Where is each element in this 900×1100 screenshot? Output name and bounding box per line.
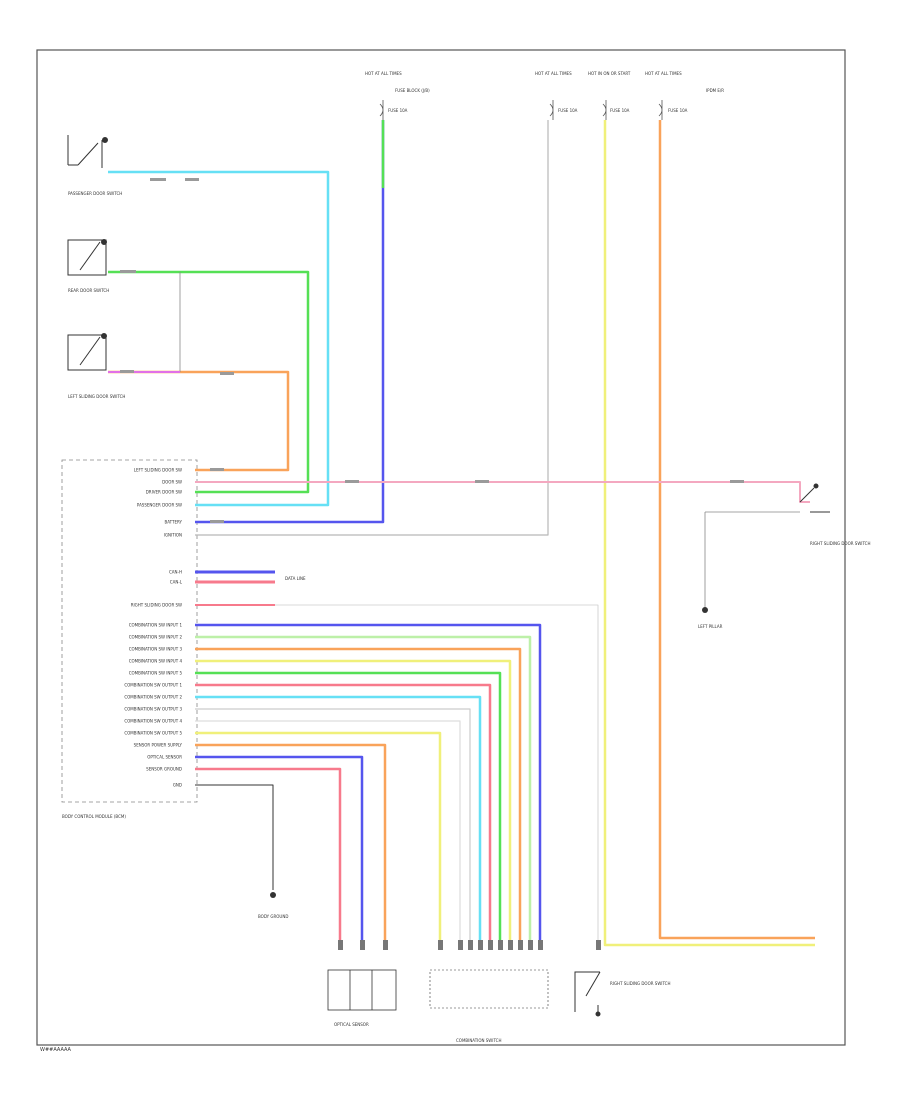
bcm-ground-label: BODY GROUND [258, 914, 288, 919]
connector-pins [338, 940, 601, 950]
bcm-pin-label: CAN-H [169, 570, 182, 575]
diagram-frame [36, 49, 846, 1046]
wire-pink-doorsw [195, 481, 810, 503]
wire-bcm-ground [195, 784, 274, 890]
bcm-pin-label: COMBINATION SW OUTPUT 3 [124, 707, 182, 712]
left-switch-lever [79, 336, 101, 366]
bcm-pin-label: COMBINATION SW OUTPUT 1 [124, 683, 182, 688]
bcm-pin-label: COMBINATION SW INPUT 5 [129, 671, 183, 676]
bcm-pin-label: LEFT SLIDING DOOR SW [134, 468, 182, 473]
bcm-pin-label: IGNITION [164, 533, 182, 538]
rear-switch-label: REAR DOOR SWITCH [68, 288, 109, 293]
right-switch-bottom [574, 971, 601, 1017]
fuse-1-symbol [379, 100, 384, 120]
page-code: W##AAAAA [40, 1047, 72, 1053]
right-sensor-symbol [799, 483, 830, 513]
bcm-label: BODY CONTROL MODULE (BCM) [62, 814, 126, 819]
wire-green-rear [108, 270, 310, 494]
fuse-2-label: FUSE 10A [558, 108, 578, 113]
wire-gray-right-sensor [704, 511, 800, 610]
bcm-pin-label: COMBINATION SW INPUT 2 [129, 635, 183, 640]
wire-combo-7 [195, 695, 482, 945]
bcm-pin-label: COMBINATION SW INPUT 4 [129, 659, 183, 664]
fuse-1-title: HOT AT ALL TIMES [365, 71, 402, 76]
bcm-pin-label: COMBINATION SW INPUT 3 [129, 647, 183, 652]
bcm-pin-label: GND [173, 783, 182, 788]
passenger-switch-label: PASSENGER DOOR SWITCH [68, 191, 122, 196]
bcm-pin-label: COMBINATION SW OUTPUT 4 [124, 719, 182, 724]
right-ground-label: LEFT PILLAR [698, 624, 723, 629]
left-switch-label: LEFT SLIDING DOOR SWITCH [68, 394, 125, 399]
fuse-block-label: FUSE BLOCK (J/B) [395, 88, 430, 93]
bcm-pin-label: COMBINATION SW INPUT 1 [129, 623, 183, 628]
right-switch-bottom-label: RIGHT SLIDING DOOR SWITCH [610, 981, 670, 986]
wire-orange-left [108, 370, 290, 472]
wire-sensor-power [195, 743, 387, 945]
wire-combo-9 [195, 720, 461, 945]
wires [108, 120, 815, 947]
fuse-1-label: FUSE 10A [388, 108, 408, 113]
wire-combo-8 [195, 708, 471, 945]
bcm-pin-label: DOOR SW [162, 480, 182, 485]
optical-sensor-box [327, 969, 397, 1011]
wire-combo-3 [195, 647, 522, 945]
wire-gray-right-sliding [275, 604, 599, 945]
passenger-switch-contact [102, 137, 108, 143]
wire-optical-sensor [195, 755, 364, 945]
bcm-pin-label: OPTICAL SENSOR [147, 755, 182, 760]
wire-cyan-passenger [108, 170, 330, 507]
bcm-box [61, 459, 198, 803]
wire-combo-4 [195, 659, 512, 945]
wire-combo-10 [195, 731, 442, 945]
wire-combo-6 [195, 683, 492, 945]
bcm-pin-label: CAN-L [170, 580, 183, 585]
fuse-2-symbol [549, 100, 554, 120]
fuse-3-label: FUSE 10A [610, 108, 630, 113]
bcm-pin-label: COMBINATION SW OUTPUT 5 [124, 731, 182, 736]
fuse-4-title: HOT AT ALL TIMES [645, 71, 682, 76]
wire-orange-fuse4 [658, 120, 815, 940]
rear-switch-contact [101, 239, 107, 245]
bcm-pin-label: SENSOR GROUND [146, 767, 182, 772]
left-switch-box [67, 334, 107, 371]
wire-sensor-ground [195, 767, 342, 945]
combination-switch-box [429, 969, 549, 1009]
left-switches [67, 135, 108, 371]
passenger-switch-symbol [67, 135, 103, 168]
bcm-pin-label: RIGHT SLIDING DOOR SW [131, 603, 182, 608]
fuse-2-title: HOT AT ALL TIMES [535, 71, 572, 76]
wire-blue-battery [195, 120, 385, 524]
bcm-pin-labels: LEFT SLIDING DOOR SW DOOR SW DRIVER DOOR S… [124, 468, 182, 788]
right-ground-symbol [702, 607, 708, 613]
fuse-3-symbol [602, 100, 607, 120]
wire-gray-ignition [195, 120, 549, 536]
bcm-pin-label: SENSOR POWER SUPPLY [134, 743, 183, 748]
right-sensor-label: RIGHT SLIDING DOOR SWITCH [810, 541, 870, 546]
left-switch-contact [101, 333, 107, 339]
bcm-pin-label: COMBINATION SW OUTPUT 2 [124, 695, 182, 700]
combination-switch-label: COMBINATION SWITCH [456, 1038, 501, 1043]
data-line-label: DATA LINE [285, 576, 306, 581]
wire-combo-2 [195, 635, 532, 945]
wire-tags [120, 178, 744, 523]
rear-switch-box [67, 239, 107, 276]
ipdm-label: IPDM E/R [706, 88, 724, 93]
optical-sensor-label: OPTICAL SENSOR [334, 1022, 369, 1027]
fuse-3-title: HOT IN ON OR START [588, 71, 631, 76]
bcm-ground-symbol [270, 892, 276, 898]
rear-switch-lever [79, 241, 101, 271]
wire-combo-5 [195, 671, 502, 945]
bcm-pin-label: DRIVER DOOR SW [146, 490, 182, 495]
wire-yellow-fuse3 [603, 120, 815, 947]
fuse-4-label: FUSE 10A [668, 108, 688, 113]
fuse-section: HOT AT ALL TIMES FUSE 10A FUSE BLOCK (J/… [365, 71, 724, 120]
bcm-pin-label: PASSENGER DOOR SW [137, 503, 182, 508]
wire-combo-1 [195, 623, 542, 945]
bcm-pin-label: BATTERY [165, 520, 183, 525]
fuse-4-symbol [658, 100, 663, 120]
